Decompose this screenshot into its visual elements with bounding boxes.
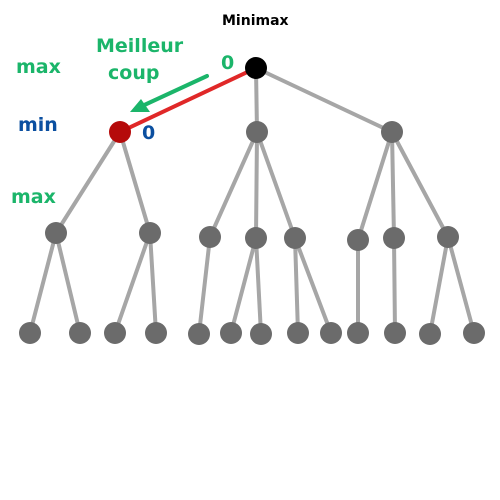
tree-edge: [118, 130, 152, 235]
best-move-node: [109, 121, 131, 143]
tree-edge: [293, 236, 300, 335]
tree-edge: [428, 235, 450, 336]
tree-edge: [446, 235, 476, 335]
tree-edge: [229, 236, 258, 335]
tree-node: [45, 222, 67, 244]
leaf-node: [463, 322, 485, 344]
level-label-max-bottom: max: [11, 186, 56, 208]
arrow-head-icon: [130, 99, 150, 112]
tree-edge: [356, 130, 394, 242]
tree-edge: [390, 130, 450, 239]
tree-node: [383, 227, 405, 249]
tree-edge: [54, 130, 122, 235]
leaf-node: [19, 322, 41, 344]
tree-node: [284, 227, 306, 249]
leaf-node: [250, 323, 272, 345]
level-label-max-top: max: [16, 56, 61, 78]
leaf-node: [220, 322, 242, 344]
leaf-node: [145, 322, 167, 344]
tree-edge: [208, 130, 259, 239]
tree-edge: [392, 236, 397, 335]
leaf-node: [69, 322, 91, 344]
level-label-min: min: [18, 114, 58, 136]
tree-edges: [28, 66, 476, 336]
leaf-node: [419, 323, 441, 345]
tree-edge: [197, 235, 212, 336]
tree-edge: [254, 130, 259, 240]
tree-edge: [254, 66, 394, 134]
leaf-node: [104, 322, 126, 344]
tree-edge: [148, 231, 158, 335]
min-node-value: 0: [142, 122, 156, 144]
tree-edge: [390, 130, 396, 240]
diagram-title: Minimax: [222, 13, 289, 29]
tree-node: [139, 222, 161, 244]
arrow-shaft: [138, 74, 209, 109]
tree-edge: [254, 236, 263, 336]
leaf-node: [320, 322, 342, 344]
tree-edge: [28, 231, 58, 335]
tree-node: [245, 227, 267, 249]
best-move-line1: Meilleur: [96, 35, 184, 57]
best-move-arrow: [130, 74, 209, 112]
tree-node: [246, 121, 268, 143]
best-move-label: Meilleur coup: [96, 33, 183, 87]
leaf-node: [188, 323, 210, 345]
best-move-edge: [118, 66, 258, 134]
tree-edge: [255, 130, 297, 240]
tree-node: [381, 121, 403, 143]
leaf-node: [287, 322, 309, 344]
tree-node: [437, 226, 459, 248]
tree-nodes: [19, 57, 485, 345]
leaf-node: [384, 322, 406, 344]
tree-node: [199, 226, 221, 248]
root-value: 0: [221, 52, 235, 74]
tree-node: [347, 229, 369, 251]
root-node: [245, 57, 267, 79]
best-move-line2: coup: [108, 62, 160, 84]
tree-edge: [113, 231, 152, 335]
tree-edge: [293, 236, 333, 335]
leaf-node: [347, 322, 369, 344]
tree-edge: [54, 231, 82, 335]
